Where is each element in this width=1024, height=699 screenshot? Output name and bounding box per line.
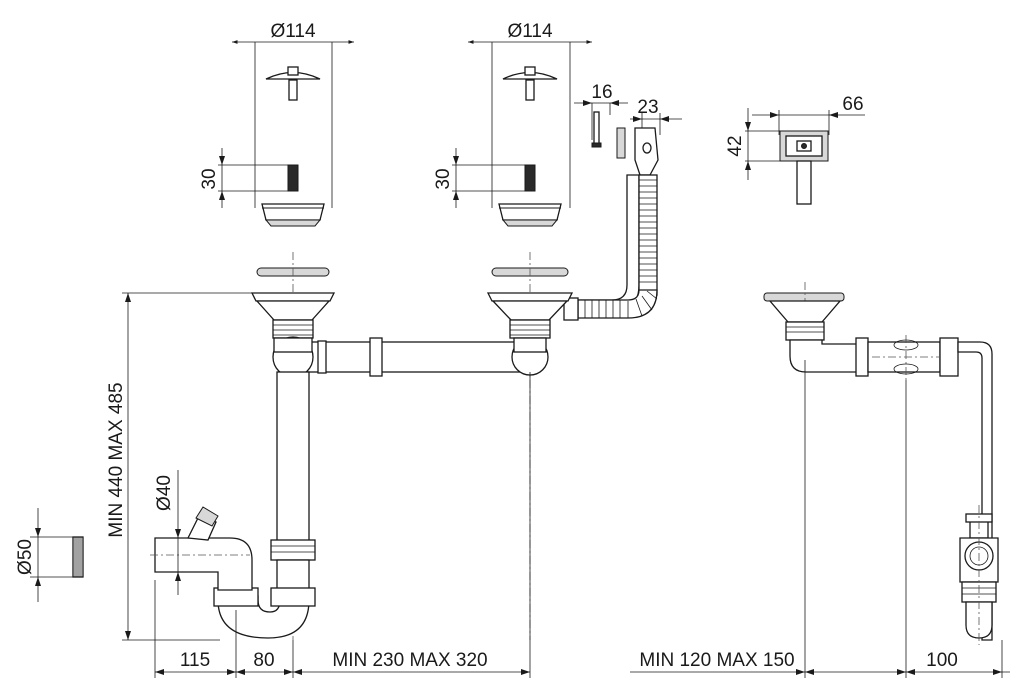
dim-overflow-width: 16 bbox=[591, 82, 612, 103]
main-siphon-assembly: Ø40 bbox=[150, 252, 574, 640]
dim-connector: Ø50 bbox=[15, 539, 36, 575]
dim-total-height: MIN 440 MAX 485 bbox=[106, 382, 127, 537]
dim-width-115: 115 bbox=[180, 650, 210, 671]
dim-side-inlet: Ø40 bbox=[154, 475, 175, 511]
side-view-assembly: MIN 120 MAX 150 100 bbox=[630, 282, 1010, 678]
dim-bowl-spacing: MIN 230 MAX 320 bbox=[332, 650, 487, 671]
dim-overflow-hose: 23 bbox=[637, 97, 658, 118]
dim-overflow-box-height: 42 bbox=[725, 135, 746, 156]
dim-dia-left-strainer: Ø114 bbox=[270, 21, 316, 42]
dim-side-100: 100 bbox=[926, 650, 958, 671]
left-strainer-detail: Ø114 30 bbox=[199, 21, 354, 227]
bottom-dimensions: 115 80 MIN 230 MAX 320 bbox=[154, 372, 531, 678]
connector-50-detail: Ø50 bbox=[15, 508, 84, 602]
dim-overflow-box-width: 66 bbox=[842, 94, 863, 115]
right-strainer-detail: Ø114 30 bbox=[433, 21, 592, 227]
dim-width-80: 80 bbox=[253, 650, 274, 671]
overflow-detail: 16 23 bbox=[563, 82, 682, 321]
dim-height-right-strainer: 30 bbox=[433, 168, 454, 189]
dim-dia-right-strainer: Ø114 bbox=[507, 21, 553, 42]
dim-height-left-strainer: 30 bbox=[199, 168, 220, 189]
dim-side-offset: MIN 120 MAX 150 bbox=[639, 650, 794, 671]
height-dimension: MIN 440 MAX 485 bbox=[106, 292, 257, 641]
overflow-box-detail: 66 42 bbox=[725, 94, 865, 205]
